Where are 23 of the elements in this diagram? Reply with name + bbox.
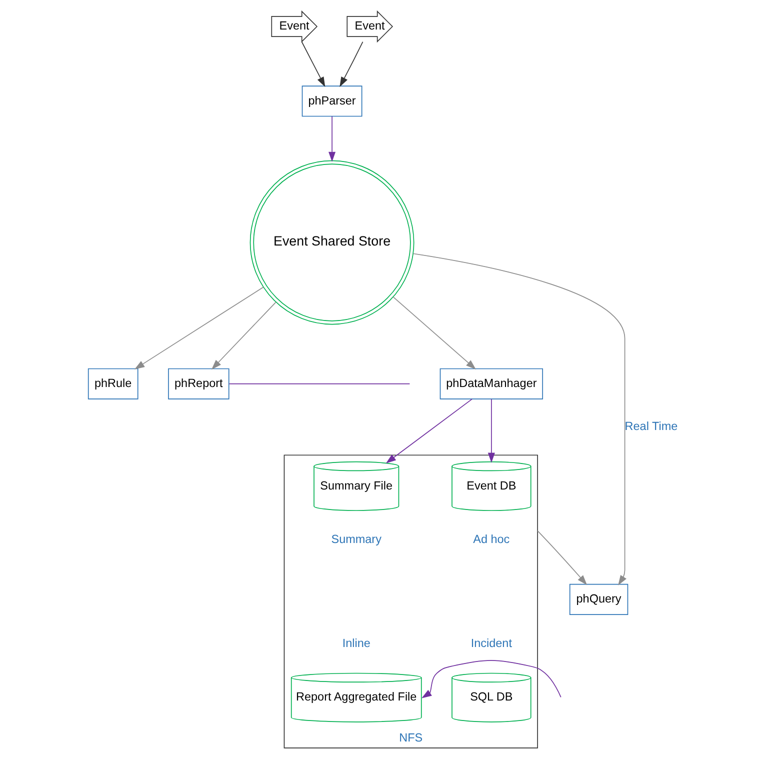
edge-label: Real Time: [624, 420, 678, 434]
arrow: [392, 296, 476, 370]
node-label: Incident: [470, 636, 512, 650]
connector: [228, 383, 410, 384]
arrow: [339, 41, 363, 88]
node-circle: Event Shared Store: [249, 160, 414, 325]
arrow: [300, 41, 325, 88]
arrow: [487, 398, 494, 463]
arrow: [421, 660, 561, 698]
arrow: [134, 286, 264, 370]
arrow: [412, 253, 626, 586]
arrow: [385, 398, 472, 464]
node-box: phRule: [87, 368, 138, 400]
node-box: phReport: [168, 368, 229, 400]
arrow: [210, 302, 276, 370]
arrow: [536, 530, 587, 586]
node-box: phQuery: [568, 584, 628, 615]
node-box: phParser: [301, 86, 362, 117]
arrow: [328, 116, 336, 162]
node-label: Summary: [330, 532, 381, 546]
node-label: Ad hoc: [472, 532, 510, 546]
node-label: Inline: [342, 636, 370, 650]
node-box: phDataManhager: [439, 368, 542, 400]
